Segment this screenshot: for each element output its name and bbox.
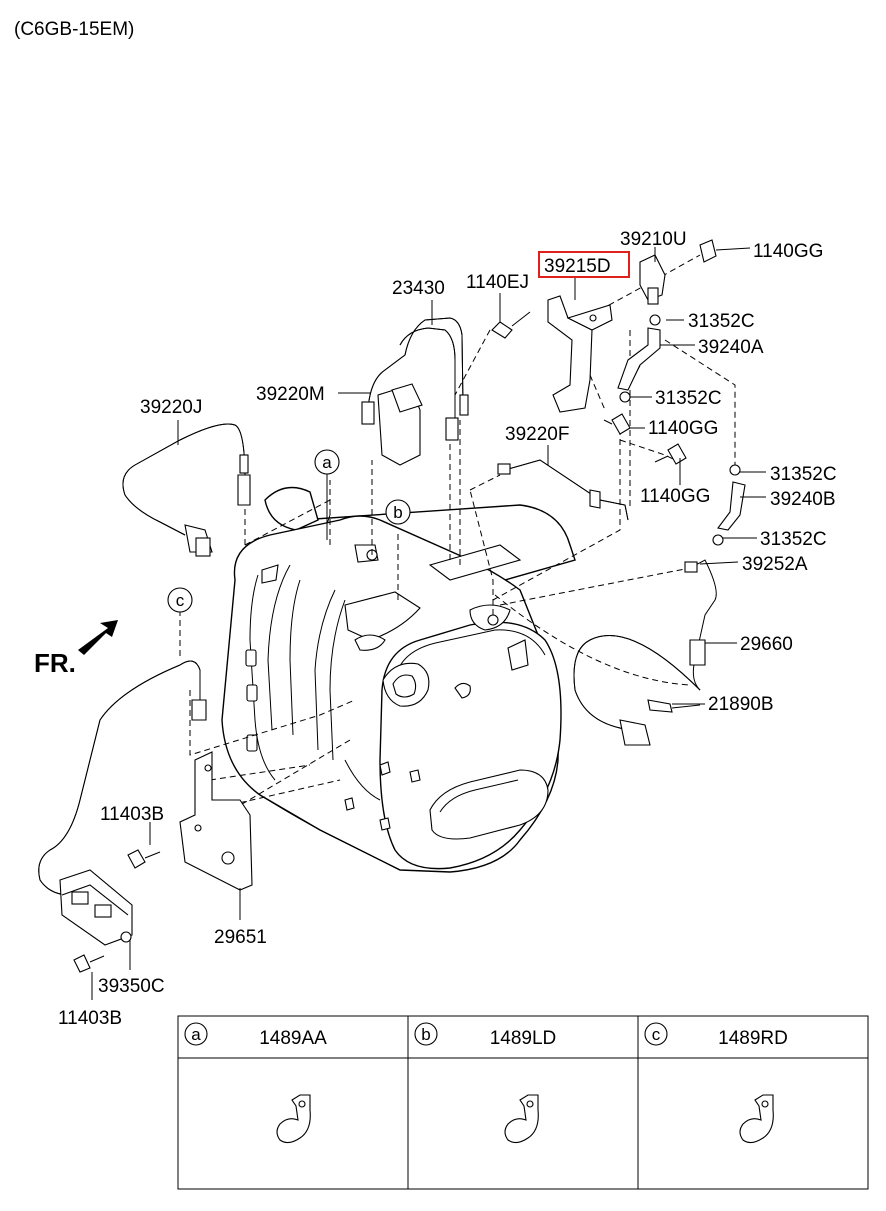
label-31352C: 31352C — [655, 388, 722, 409]
label-31352C: 31352C — [770, 464, 837, 485]
ref-marker-c: c — [167, 587, 193, 613]
clamp-icon — [739, 1094, 774, 1144]
svg-text:c: c — [176, 591, 185, 610]
legend-part-b: 1489LD — [490, 1028, 557, 1049]
pressure-sensor-39210U — [639, 239, 751, 305]
label-39220J: 39220J — [140, 397, 202, 418]
diff-pressure-sensor-39220M — [361, 317, 469, 466]
legend-cell-a: a 1489AA — [184, 1022, 327, 1144]
svg-text:a: a — [191, 1025, 201, 1044]
callout-leaders — [91, 247, 766, 1000]
label-31352C: 31352C — [760, 529, 827, 550]
label-29660: 29660 — [740, 634, 793, 655]
sensor-29660 — [573, 559, 717, 746]
svg-text:c: c — [652, 1025, 661, 1044]
legend-part-c: 1489RD — [718, 1028, 788, 1049]
label-39220M: 39220M — [256, 384, 325, 405]
clamp-icon — [504, 1094, 539, 1144]
clamp-icon — [276, 1094, 311, 1144]
label-39220F: 39220F — [505, 424, 569, 445]
bolt-1140EJ — [491, 311, 531, 339]
legend-part-a: 1489AA — [259, 1028, 327, 1049]
bracket-39215D — [547, 295, 613, 413]
bolts-1140GG — [603, 413, 687, 465]
label-1140GG: 1140GG — [640, 486, 710, 507]
svg-text:b: b — [393, 503, 402, 522]
bolts-11403B — [73, 849, 161, 973]
ref-marker-a: a — [314, 449, 340, 540]
label-39252A: 39252A — [742, 554, 808, 575]
label-39240B: 39240B — [770, 489, 836, 510]
label-21890B: 21890B — [708, 694, 774, 715]
highlight-box — [538, 251, 630, 278]
model-code: (C6GB-15EM) — [14, 19, 134, 40]
label-39210U: 39210U — [620, 229, 687, 250]
sensor-pipe-39220F — [497, 459, 629, 521]
sensor-39350C — [38, 660, 207, 946]
front-label: FR. — [34, 648, 76, 678]
legend-table: a 1489AA b 1489LD c 1489RD — [177, 1015, 869, 1190]
label-11403B: 11403B — [100, 804, 164, 825]
temp-sensor-39220J — [122, 423, 251, 557]
legend-cell-b: b 1489LD — [414, 1022, 557, 1144]
label-1140EJ: 1140EJ — [466, 272, 529, 293]
svg-text:b: b — [421, 1025, 430, 1044]
callout-labels: 39210U 1140GG 39215D 23430 1140EJ 31352C… — [58, 229, 837, 1029]
legend-cell-c: c 1489RD — [644, 1022, 788, 1144]
ref-marker-b: b — [385, 499, 411, 525]
label-39240A: 39240A — [698, 337, 764, 358]
front-direction-indicator: FR. — [34, 620, 118, 678]
bracket-29651 — [179, 751, 253, 891]
label-23430: 23430 — [392, 278, 445, 299]
label-1140GG: 1140GG — [648, 418, 718, 439]
svg-text:a: a — [322, 453, 332, 472]
label-29651: 29651 — [214, 927, 267, 948]
label-1140GG: 1140GG — [753, 241, 823, 262]
label-39350C: 39350C — [98, 976, 165, 997]
label-39215D: 39215D — [544, 256, 611, 277]
hoses — [617, 314, 746, 546]
label-31352C: 31352C — [688, 311, 755, 332]
label-11403B: 11403B — [58, 1008, 122, 1029]
converter-assembly — [221, 486, 576, 873]
